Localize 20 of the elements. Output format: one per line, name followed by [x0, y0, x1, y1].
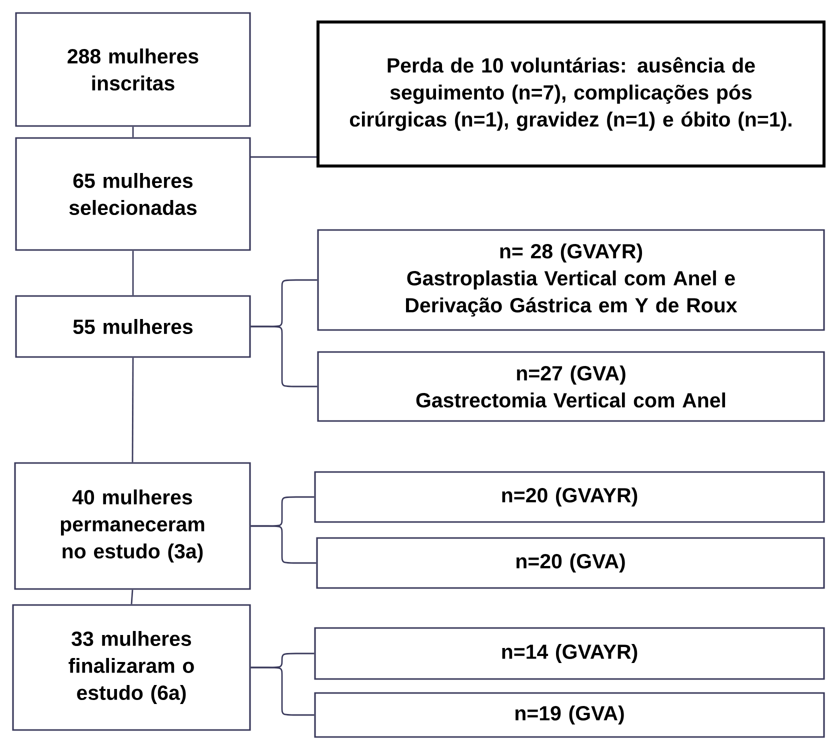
- note-box: Perda de 10 voluntárias: ausência de seguimento (n=7), complicações pós cirúrgicas (n=1), gravidez (n=1) e óbito (n=1).: [316, 20, 826, 168]
- connector-line: [132, 126, 134, 138]
- connector-line: [132, 358, 134, 462]
- group-box: n=27 (GVA) Gastrectomia Vertical com Anel: [317, 351, 825, 422]
- stage-box: 55 mulheres: [15, 295, 251, 358]
- group-box: n= 28 (GVAYR) Gastroplastia Vertical com Anel e Derivação Gástrica em Y de Roux: [317, 229, 825, 331]
- stage-box: 65 mulheres selecionadas: [15, 137, 251, 251]
- connector-line: [130, 590, 134, 604]
- group-box: n=20 (GVAYR): [314, 471, 825, 523]
- group-box: n=14 (GVAYR): [314, 627, 825, 680]
- stage-box: 33 mulheres finalizaram o estudo (6a): [12, 604, 251, 731]
- connector-line: [250, 156, 316, 158]
- group-box: n=20 (GVA): [316, 537, 825, 589]
- connector-line: [250, 525, 316, 564]
- connector-line: [250, 326, 318, 388]
- connector-line: [250, 666, 314, 716]
- connector-line: [132, 250, 134, 296]
- group-box: n=19 (GVA): [314, 692, 825, 738]
- stage-box: 288 mulheres inscritas: [15, 12, 251, 127]
- stage-box: 40 mulheres permaneceram no estudo (3a): [14, 462, 251, 590]
